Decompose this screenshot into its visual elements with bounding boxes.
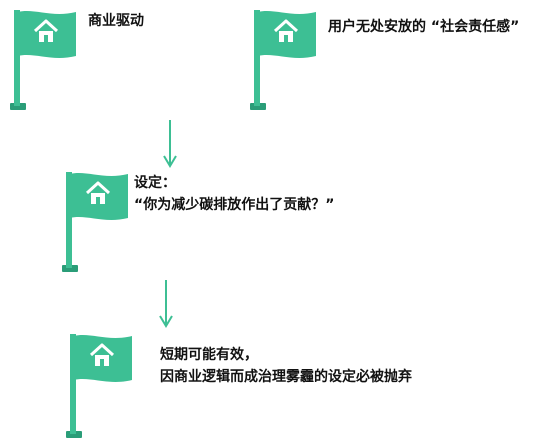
house-icon	[33, 19, 59, 42]
flag-bottom	[66, 332, 136, 438]
node-text-line: 用户无处安放的 “社会责任感”	[328, 19, 520, 35]
house-icon	[85, 181, 111, 204]
flag-middle	[62, 170, 132, 272]
node-text-line: “你为减少碳排放作出了贡献？”	[134, 197, 335, 213]
node-text-line: 设定：	[134, 175, 176, 191]
node-text-line: 短期可能有效，	[160, 347, 258, 363]
node-top-right-label: 用户无处安放的 “社会责任感”	[328, 16, 519, 38]
node-top-left-label: 商业驱动	[88, 10, 144, 32]
house-icon	[273, 19, 299, 42]
arrow-down	[163, 120, 177, 168]
node-text-line: 因商业逻辑而成治理雾霾的设定必被抛弃	[160, 369, 412, 385]
flag-top-left	[10, 8, 80, 110]
flag-top-right	[250, 8, 320, 110]
node-text-line: 商业驱动	[88, 13, 144, 29]
node-bottom-label: 短期可能有效， 因商业逻辑而成治理雾霾的设定必被抛弃	[160, 344, 412, 388]
node-middle-label: 设定： “你为减少碳排放作出了贡献？”	[134, 172, 334, 216]
house-icon	[89, 343, 115, 366]
arrow-down	[159, 280, 173, 328]
